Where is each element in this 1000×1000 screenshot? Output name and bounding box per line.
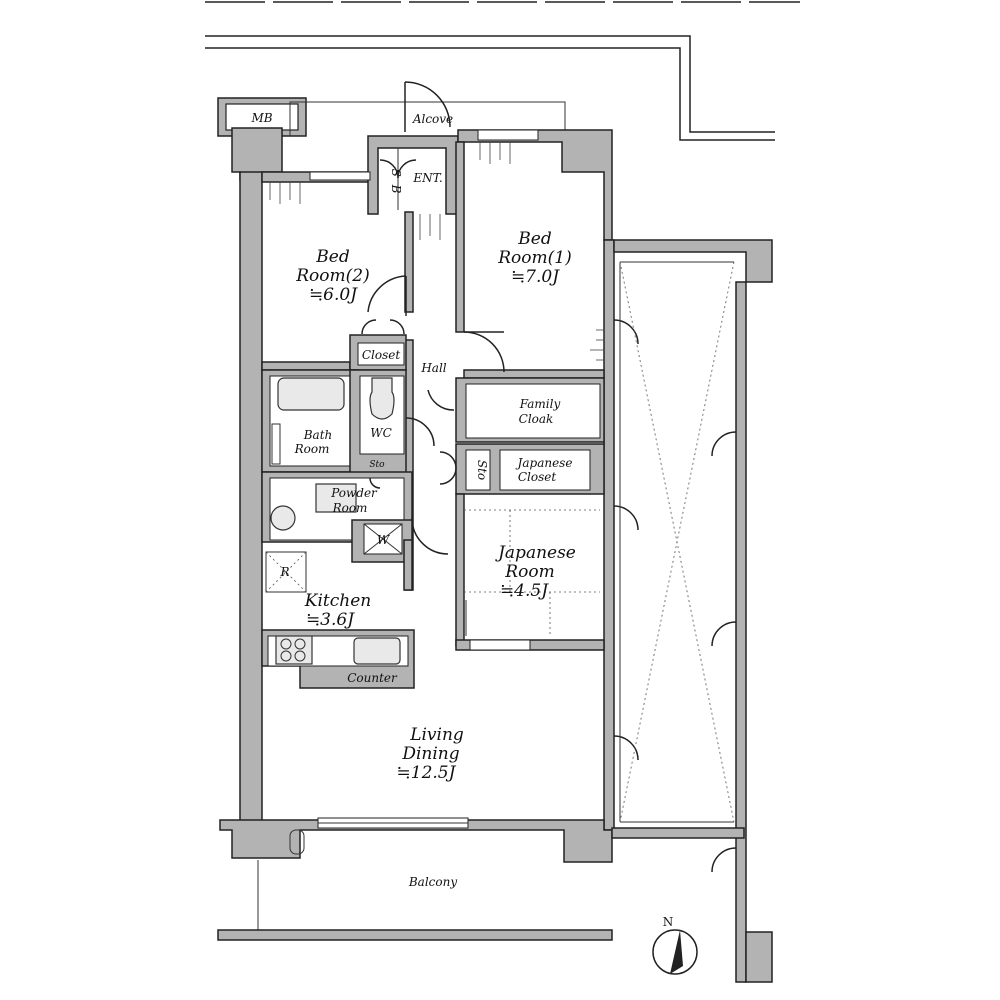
floor-hatching: [269, 142, 604, 361]
mb-label: MB: [250, 111, 272, 125]
fridge-box: [265, 551, 307, 593]
ent-label: ENT.: [412, 171, 442, 185]
balcony-label: Balcony: [408, 875, 457, 889]
wc-label: WC: [370, 426, 392, 440]
sto-side-label: Sto: [475, 460, 489, 480]
windows: [309, 129, 539, 829]
japanese-room-label-2: Room: [504, 562, 554, 582]
washer-drum: [270, 505, 296, 531]
family-cloak-label-2: Cloak: [519, 412, 554, 426]
tatami-lines: [464, 509, 600, 636]
japanese-closet-label-1: Japanese: [515, 456, 573, 470]
compass-north-label: N: [663, 915, 674, 929]
sto-small-label: Sto: [369, 460, 385, 470]
alcove-label: Alcove: [412, 112, 453, 126]
bedroom2-label-2: Room(2): [295, 266, 369, 286]
living-size: ≒12.5J: [397, 763, 457, 783]
japanese-room-size: ≒4.5J: [500, 581, 549, 601]
fixtures: [265, 377, 403, 855]
w-label: W: [377, 533, 391, 547]
compass: N: [652, 915, 698, 975]
japanese-room-label-1: Japanese: [495, 543, 576, 563]
bathroom-label-1: Bath: [303, 428, 333, 442]
family-cloak-label-1: Family: [519, 397, 561, 411]
kitchen-sink: [353, 637, 401, 665]
bedroom2-size: ≒6.0J: [309, 285, 358, 305]
powder-room-label-1: Powder: [330, 486, 378, 500]
powder-room-label-2: Room: [332, 501, 368, 515]
r-label: R: [279, 565, 289, 579]
alcove-area: Alcove: [289, 81, 566, 136]
stove: [275, 635, 313, 665]
living-label-2: Dining: [401, 744, 459, 764]
counter-label: Counter: [347, 671, 398, 685]
right-corridor: [611, 239, 773, 983]
bathroom-label-2: Room: [294, 442, 330, 456]
neighbor-outline: [205, 1, 800, 141]
toilet: [369, 377, 395, 420]
bathtub: [277, 377, 345, 411]
sb-label: S B: [389, 169, 403, 196]
balcony: [217, 860, 613, 941]
kitchen-label: Kitchen: [304, 591, 371, 611]
bedroom1-size: ≒7.0J: [511, 267, 560, 287]
bedroom2-label-1: Bed: [315, 247, 350, 267]
bedroom1-label-1: Bed: [517, 229, 552, 249]
living-label-1: Living: [409, 725, 464, 745]
hall-label: Hall: [420, 361, 446, 375]
japanese-closet-label-2: Closet: [518, 470, 557, 484]
kitchen-size: ≒3.6J: [306, 610, 355, 630]
doors: [361, 148, 639, 761]
mb-box: MB: [217, 97, 307, 137]
closet-label: Closet: [362, 348, 401, 362]
bedroom1-label-2: Room(1): [497, 248, 571, 268]
